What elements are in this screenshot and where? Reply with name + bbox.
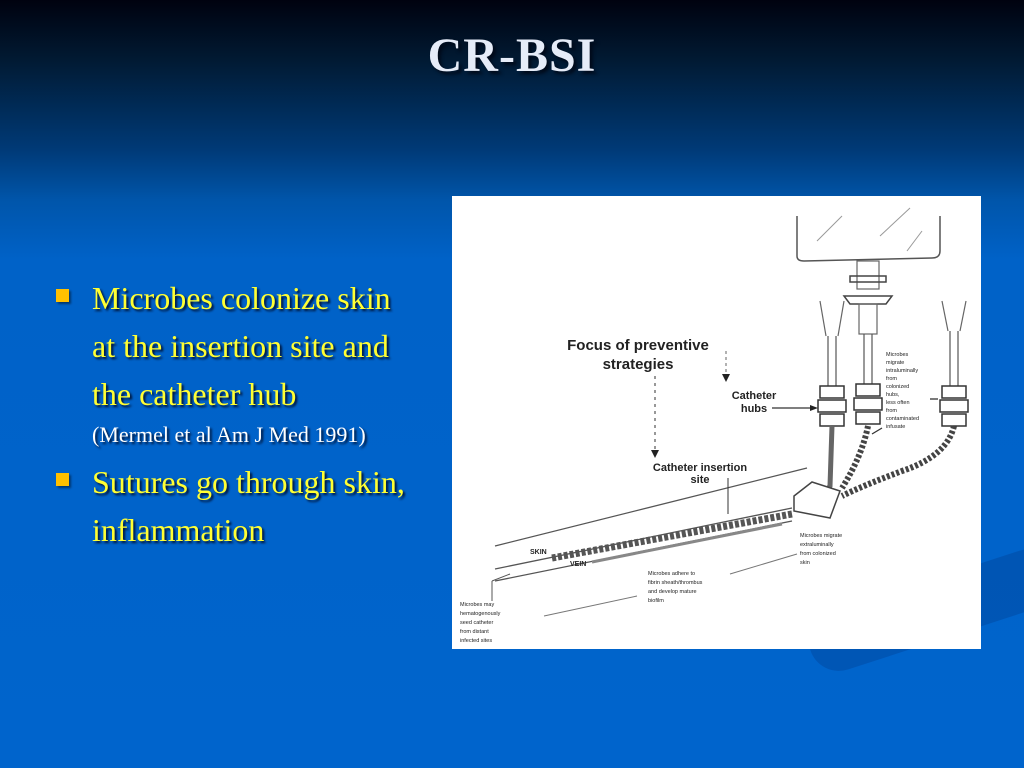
note-adhere-biofilm: Microbes adhere to fibrin sheath/thrombu… [648, 571, 703, 604]
bullet-item: Microbes colonize skin at the insertion … [54, 274, 414, 450]
label-vein: VEIN [570, 561, 586, 568]
diagram-heading: Focus of preventive [567, 337, 709, 354]
label-skin: SKIN [530, 549, 547, 556]
svg-text:infusate: infusate [886, 424, 905, 430]
svg-text:seed catheter: seed catheter [460, 620, 493, 626]
svg-text:from distant: from distant [460, 629, 489, 635]
svg-text:and develop mature: and develop mature [648, 589, 697, 595]
label-catheter-hubs: Catheter [732, 390, 777, 402]
svg-text:colonized: colonized [886, 384, 909, 390]
svg-text:intraluminally: intraluminally [886, 368, 918, 374]
label-catheter-hubs-line2: hubs [741, 403, 767, 415]
svg-text:biofilm: biofilm [648, 598, 664, 604]
svg-text:hubs,: hubs, [886, 392, 900, 398]
label-insertion-site-line2: site [691, 474, 710, 486]
catheter-hub [817, 383, 969, 427]
svg-text:Microbes adhere to: Microbes adhere to [648, 571, 695, 577]
slide-title: CR-BSI [427, 29, 597, 82]
square-bullet-icon [56, 473, 69, 486]
svg-text:Microbes may: Microbes may [460, 602, 494, 608]
svg-text:Microbes: Microbes [886, 352, 909, 358]
svg-text:from colonized: from colonized [800, 551, 836, 557]
svg-text:hematogenously: hematogenously [460, 611, 501, 617]
svg-text:from: from [886, 376, 897, 382]
catheter-diagram: Focus of preventive strategies Catheter … [452, 196, 981, 649]
svg-text:from: from [886, 408, 897, 414]
label-insertion-site: Catheter insertion [653, 462, 747, 474]
svg-text:extraluminally: extraluminally [800, 542, 834, 548]
svg-text:less often: less often [886, 400, 910, 406]
diagram-heading-line2: strategies [603, 356, 674, 373]
note-intraluminal: Microbes migrate intraluminally from col… [886, 352, 919, 430]
svg-text:infected sites: infected sites [460, 638, 492, 644]
bullet-text: Microbes colonize skin at the insertion … [92, 280, 391, 412]
svg-text:contaminated: contaminated [886, 416, 919, 422]
svg-text:skin: skin [800, 560, 810, 566]
svg-text:migrate: migrate [886, 360, 904, 366]
note-hematogenous: Microbes may hematogenously seed cathete… [460, 602, 501, 644]
bullet-citation: (Mermel et al Am J Med 1991) [92, 422, 366, 447]
bullet-text: Sutures go through skin, inflammation [92, 464, 405, 548]
bullet-item: Sutures go through skin, inflammation [54, 458, 414, 554]
square-bullet-icon [56, 289, 69, 302]
svg-text:fibrin sheath/thrombus: fibrin sheath/thrombus [648, 580, 703, 586]
catheter-diagram-illustration: Focus of preventive strategies Catheter … [460, 207, 969, 644]
svg-text:Microbes migrate: Microbes migrate [800, 533, 842, 539]
note-extraluminal: Microbes migrate extraluminally from col… [800, 533, 842, 566]
bullet-list: Microbes colonize skin at the insertion … [54, 274, 414, 562]
